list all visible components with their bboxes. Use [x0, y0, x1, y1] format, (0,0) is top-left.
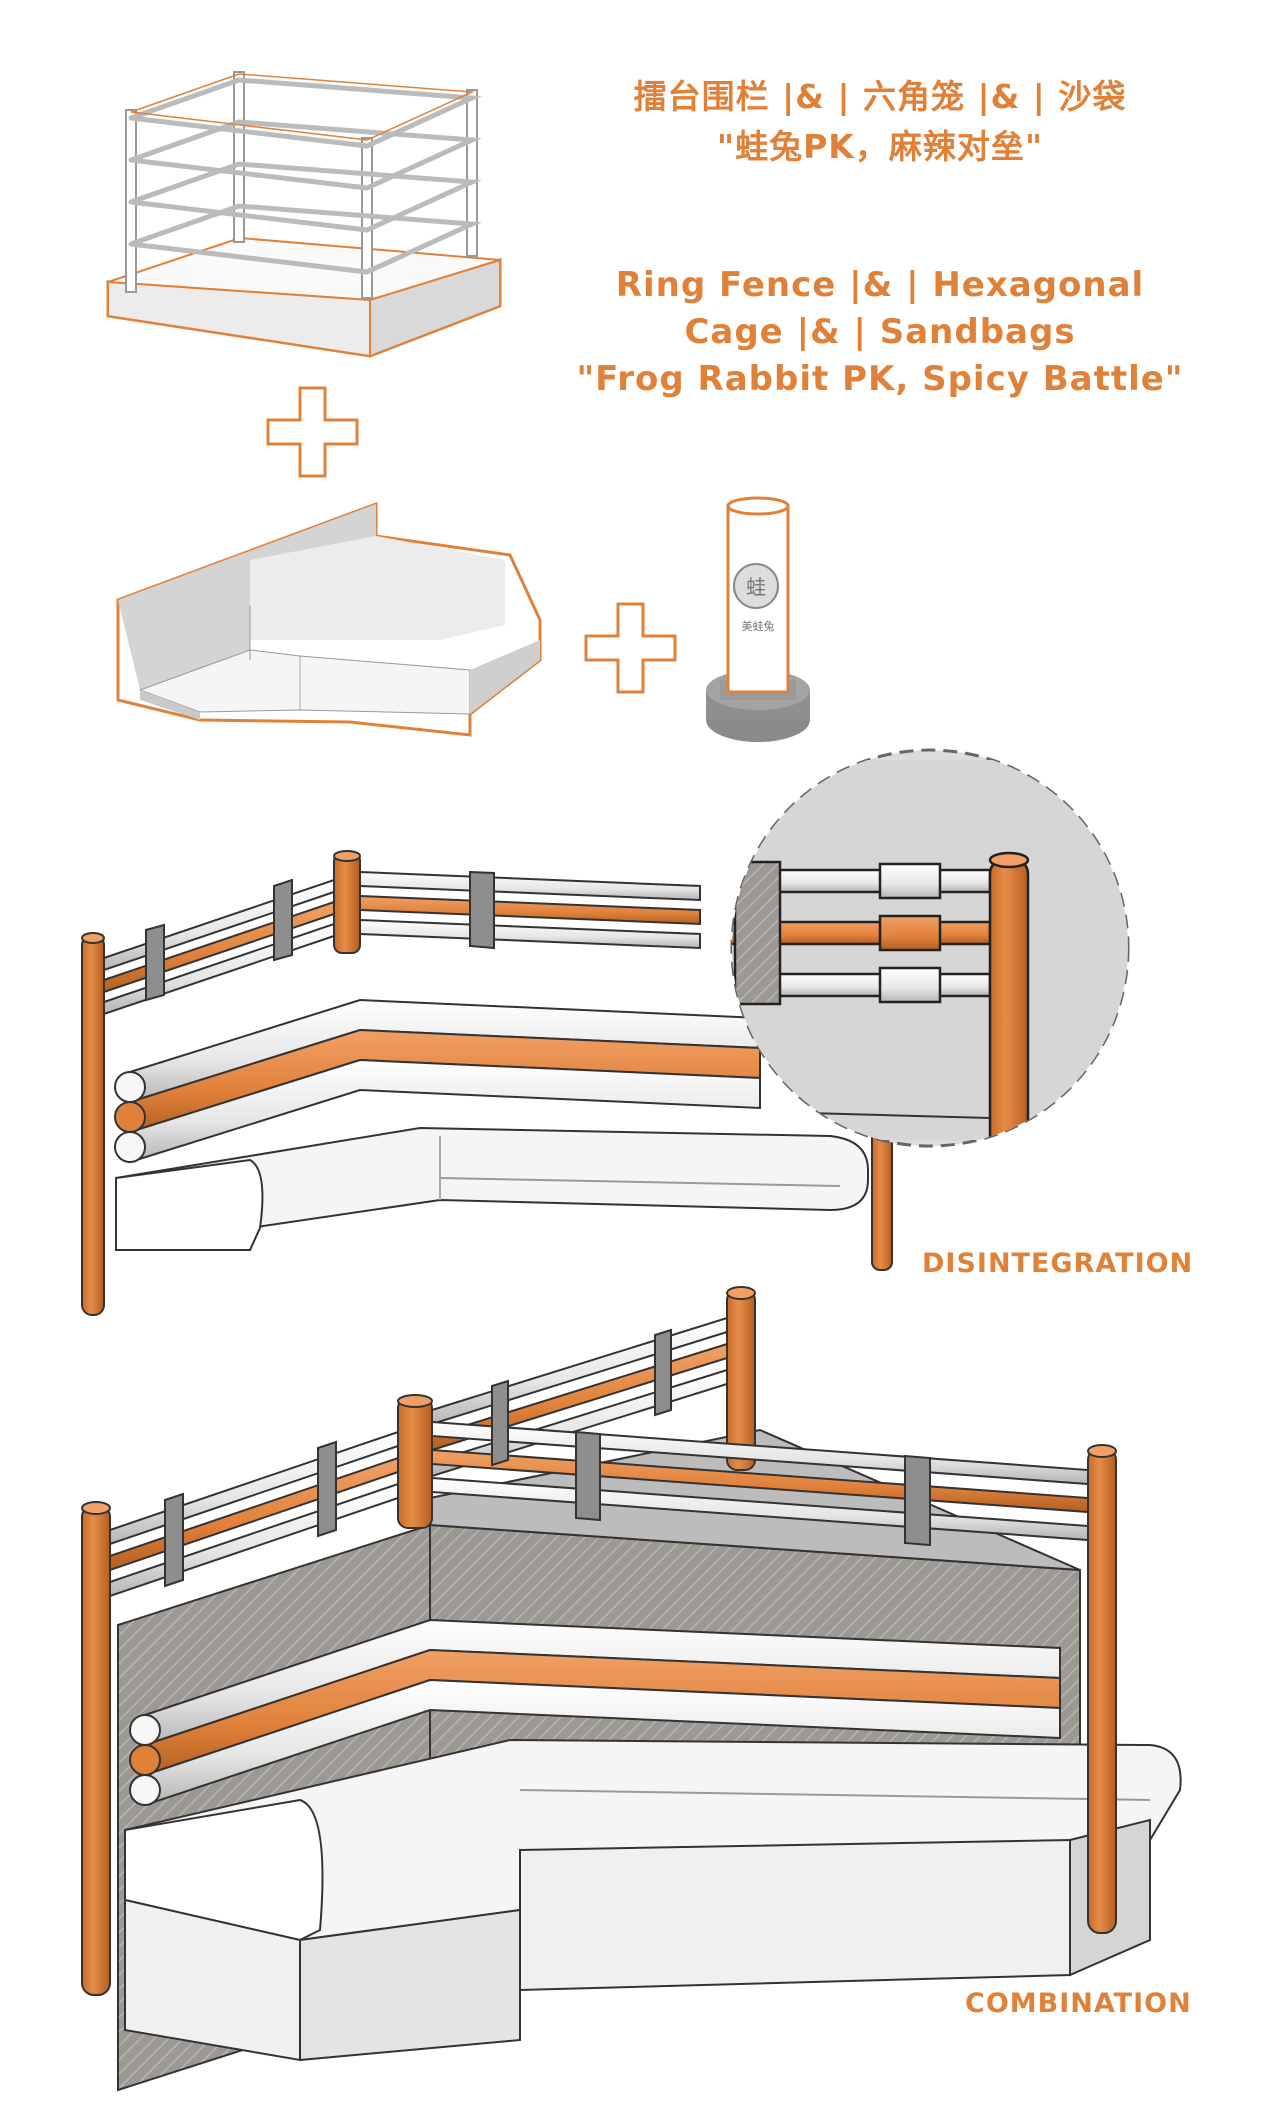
boxing-ring-model	[106, 71, 502, 358]
title-english: Ring Fence |& | Hexagonal Cage |& | Sand…	[560, 262, 1200, 403]
svg-text:蛙: 蛙	[746, 575, 766, 599]
title-chinese: 擂台围栏 |& | 六角笼 |& | 沙袋 "蛙兔PK，麻辣对垒"	[560, 72, 1200, 172]
exploded-view	[81, 850, 893, 1316]
rail-clamp	[145, 878, 293, 1002]
zoom-detail	[730, 748, 1130, 1148]
title-en-line-1: Ring Fence |& | Hexagonal	[615, 265, 1145, 305]
plus-icon	[584, 602, 677, 694]
title-en-line-2: Cage |& | Sandbags	[684, 312, 1076, 352]
rail-clamp	[164, 1328, 931, 1588]
plus-icon	[266, 386, 359, 478]
label-disintegration: DISINTEGRATION	[922, 1248, 1194, 1279]
sofa-model	[116, 501, 542, 737]
rail-clamp	[469, 870, 495, 950]
title-en-line-3: "Frog Rabbit PK, Spicy Battle"	[576, 359, 1184, 399]
title-cn-line-1: 擂台围栏 |& | 六角笼 |& | 沙袋	[633, 77, 1127, 116]
sandbag-model: 蛙 美蛙兔	[706, 496, 810, 742]
title-cn-line-2: "蛙兔PK，麻辣对垒"	[716, 127, 1044, 166]
label-combination: COMBINATION	[965, 1988, 1192, 2019]
sandbag-text: 美蛙兔	[742, 619, 775, 633]
assembled-view	[81, 1286, 1182, 2092]
